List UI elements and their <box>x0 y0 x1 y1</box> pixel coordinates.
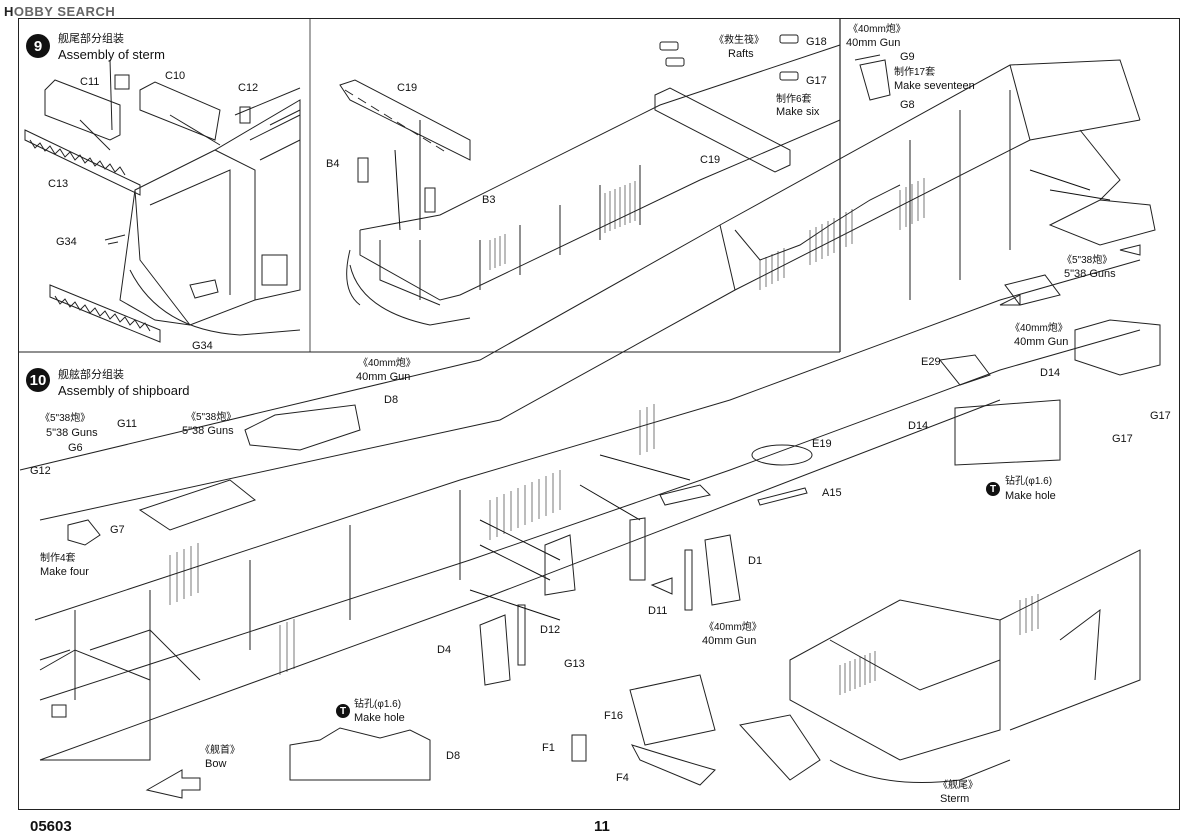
part-label: E29 <box>921 356 941 368</box>
part-label: G18 <box>806 36 827 48</box>
make-four-cn: 制作4套 <box>40 553 76 564</box>
gun538-right-en: 5"38 Guns <box>1064 268 1116 280</box>
step-10-title-cn: 舰舷部分组装 <box>58 369 124 381</box>
step-10-badge: 10 <box>26 368 50 392</box>
gun40-top-cn: 《40mm炮》 <box>848 24 906 35</box>
bow-label-cn: 《舰首》 <box>200 745 240 756</box>
part-label: G17 <box>1112 433 1133 445</box>
page-number: 11 <box>594 818 610 835</box>
make-hole-right-cn: 钻孔(φ1.6) <box>1005 476 1053 487</box>
part-label: C10 <box>165 70 186 82</box>
gun40-right-en: 40mm Gun <box>1014 336 1069 348</box>
rafts-label-en: Rafts <box>728 48 754 60</box>
part-label: C13 <box>48 178 69 190</box>
part-label: C11 <box>80 76 100 88</box>
gun538-left-en: 5"38 Guns <box>46 427 98 439</box>
drill-icon: T <box>986 482 1000 496</box>
make-seventeen-cn: 制作17套 <box>894 67 936 78</box>
part-label: D14 <box>1040 367 1061 379</box>
step-9-title-en: Assembly of sterm <box>58 47 165 62</box>
part-label: G9 <box>900 51 915 63</box>
step-9-badge: 9 <box>26 34 50 58</box>
part-label: B3 <box>482 194 496 206</box>
product-code: 05603 <box>30 818 72 835</box>
part-label: C12 <box>238 82 259 94</box>
part-label: D8 <box>446 750 461 762</box>
stern-label-cn: 《舰尾》 <box>938 780 978 791</box>
gun538-right-cn: 《5"38炮》 <box>1062 255 1113 266</box>
gun40-mid-cn: 《40mm炮》 <box>358 358 416 369</box>
gun538-mid-cn: 《5"38炮》 <box>186 412 237 423</box>
stern-label-en: Sterm <box>940 793 970 805</box>
make-hole-bottom-cn: 钻孔(φ1.6) <box>354 699 402 710</box>
make-six-cn: 制作6套 <box>776 94 812 105</box>
gun40-bottom-en: 40mm Gun <box>702 635 757 647</box>
gun40-top-en: 40mm Gun <box>846 37 901 49</box>
part-label: G34 <box>56 236 77 248</box>
make-hole-right-en: Make hole <box>1005 490 1056 502</box>
make-seventeen-en: Make seventeen <box>894 80 975 92</box>
part-label: D12 <box>540 624 561 636</box>
drill-icon: T <box>336 704 350 718</box>
gun538-left-cn: 《5"38炮》 <box>40 413 91 424</box>
make-six-en: Make six <box>776 106 820 118</box>
part-label: F1 <box>542 742 555 754</box>
part-label: D8 <box>384 394 399 406</box>
step-10-title-en: Assembly of shipboard <box>58 383 190 398</box>
part-label: D4 <box>437 644 452 656</box>
part-label: G11 <box>117 418 137 430</box>
part-label: D14 <box>908 420 929 432</box>
rafts-label-cn: 《救生筏》 <box>714 35 764 46</box>
instruction-frame <box>18 18 1180 810</box>
part-label: C19 <box>397 82 418 94</box>
part-label: E19 <box>812 438 832 450</box>
make-four-en: Make four <box>40 566 89 578</box>
make-hole-bottom-en: Make hole <box>354 712 405 724</box>
step-9-title-cn: 舰尾部分组装 <box>58 33 124 45</box>
bow-label-en: Bow <box>205 758 227 770</box>
gun40-mid-en: 40mm Gun <box>356 371 411 383</box>
part-label: C19 <box>700 154 721 166</box>
part-label: G17 <box>1150 410 1171 422</box>
part-label: D1 <box>748 555 763 567</box>
part-label: G34 <box>192 340 213 352</box>
part-label: G6 <box>68 442 83 454</box>
part-label: D11 <box>648 605 668 617</box>
part-label: G8 <box>900 99 915 111</box>
part-label: G17 <box>806 75 827 87</box>
part-label: A15 <box>822 487 842 499</box>
gun40-bottom-cn: 《40mm炮》 <box>704 622 762 633</box>
part-label: F16 <box>604 710 623 722</box>
part-label: G7 <box>110 524 125 536</box>
part-label: G12 <box>30 465 51 477</box>
part-label: G13 <box>564 658 585 670</box>
watermark-logo: HOBBY SEARCH <box>4 4 116 19</box>
gun40-right-cn: 《40mm炮》 <box>1010 323 1068 334</box>
gun538-mid-en: 5"38 Guns <box>182 425 234 437</box>
part-label: B4 <box>326 158 340 170</box>
part-label: F4 <box>616 772 629 784</box>
